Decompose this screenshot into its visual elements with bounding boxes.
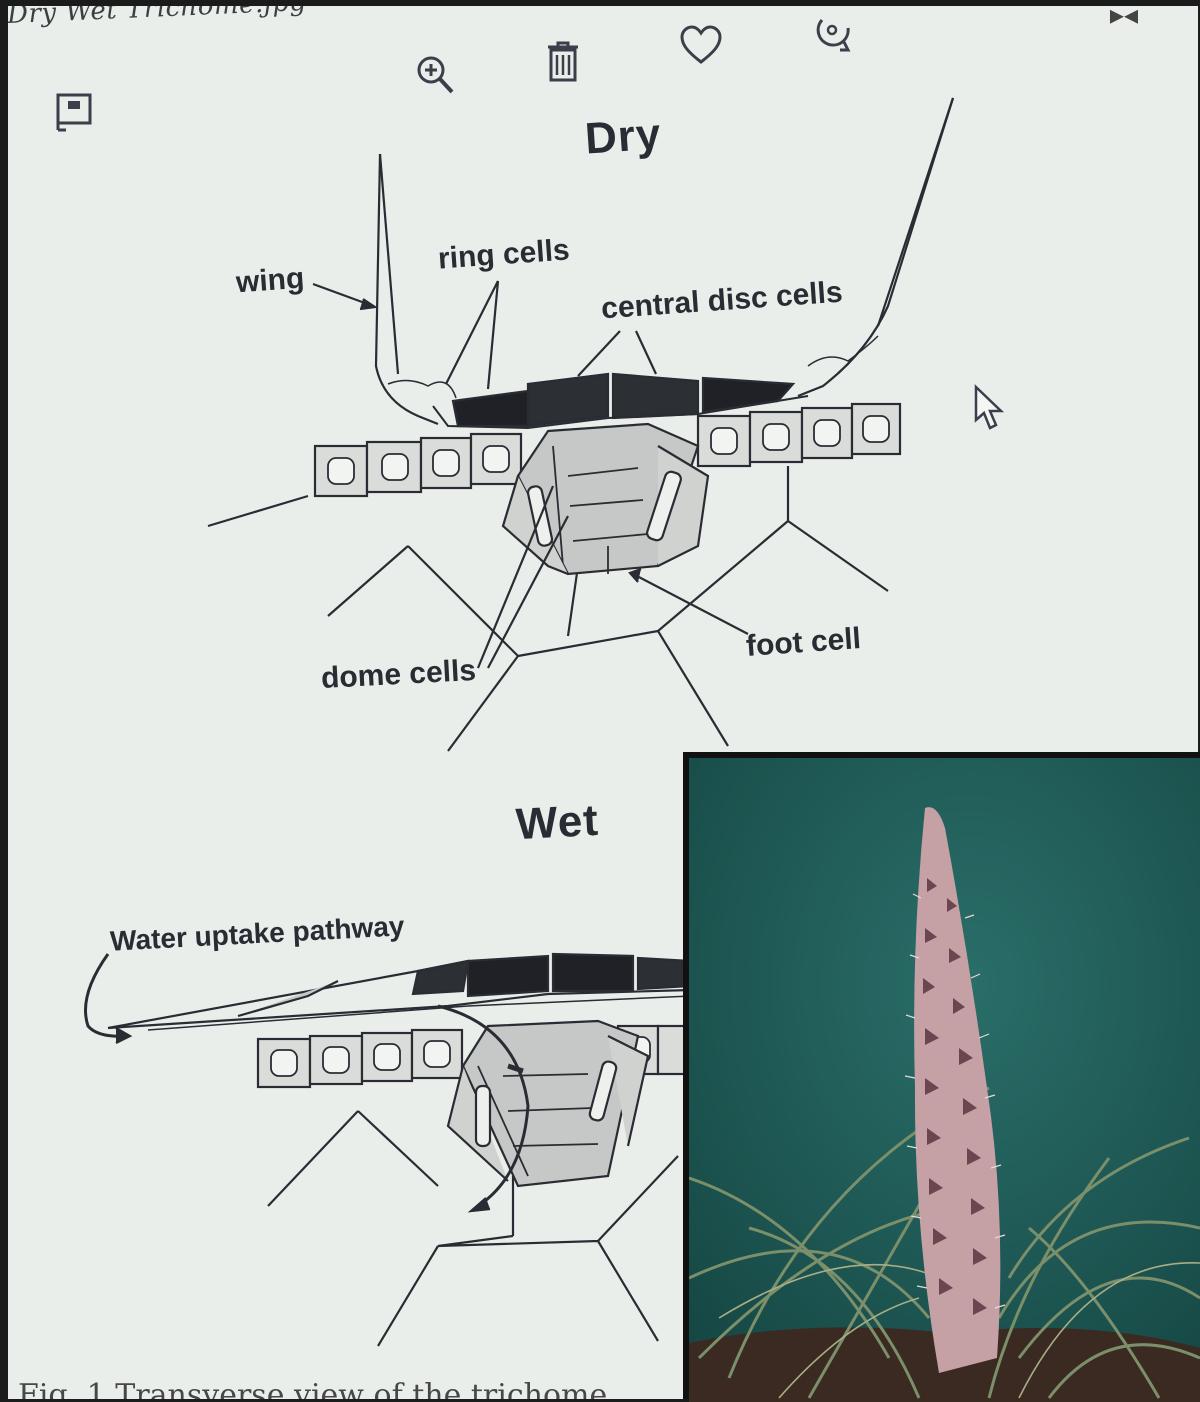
inset-photo-frame [683,752,1200,1399]
wet-heading: Wet [515,796,600,850]
figure-caption: Fig. 1 Transverse view of the trichome [18,1378,607,1399]
mouse-cursor-icon [973,384,1007,434]
flowering-bromeliad-photo [689,758,1200,1402]
label-wing: wing [235,262,306,301]
dry-heading: Dry [583,109,663,164]
